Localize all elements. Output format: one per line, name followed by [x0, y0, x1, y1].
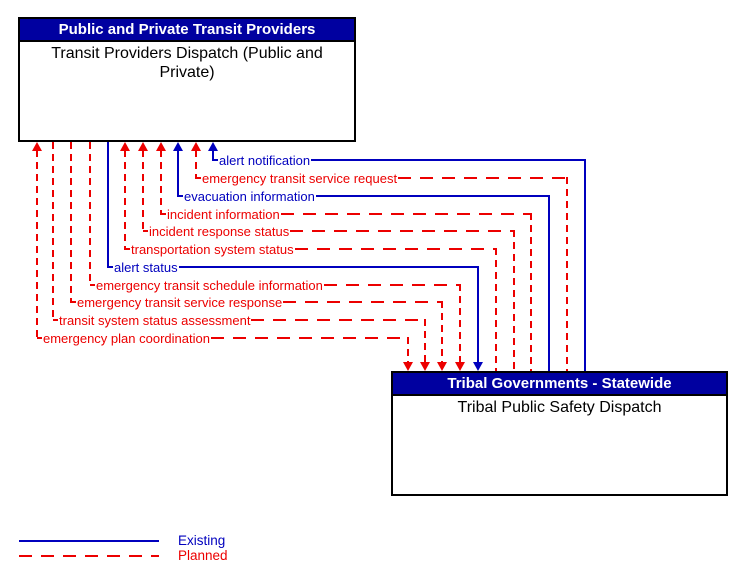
- flow-label: incident information: [167, 206, 280, 222]
- flow-label: evacuation information: [184, 188, 315, 204]
- flow-label: transportation system status: [131, 241, 294, 257]
- flow-line-bottom-segment: [459, 284, 461, 363]
- legend-planned-label: Planned: [178, 548, 228, 563]
- flow-row: emergency plan coordination: [37, 331, 409, 345]
- arrow-up-icon: [191, 142, 201, 151]
- flow-line-horizontal: [251, 319, 426, 321]
- flow-label: incident response status: [149, 223, 290, 239]
- flow-connector-stub: [37, 337, 42, 339]
- flow-line-top-segment: [195, 150, 197, 179]
- flow-line-horizontal: [294, 248, 497, 250]
- flow-connector-stub: [196, 177, 201, 179]
- flow-line-top-segment: [160, 150, 162, 215]
- arrow-up-icon: [208, 142, 218, 151]
- flow-connector-stub: [53, 319, 58, 321]
- flow-line-horizontal: [398, 177, 568, 179]
- flow-line-bottom-segment: [530, 213, 532, 371]
- flow-line-horizontal: [283, 301, 443, 303]
- flow-connector-stub: [108, 266, 113, 268]
- existing-line-sample: [19, 540, 159, 542]
- flow-row: alert notification: [213, 153, 586, 167]
- flow-line-bottom-segment: [495, 248, 497, 371]
- flow-label: emergency transit service response: [77, 294, 283, 310]
- legend-planned: Planned: [19, 549, 228, 563]
- entity-header-tribal-governments: Tribal Governments - Statewide: [393, 373, 726, 396]
- arrow-down-icon: [420, 362, 430, 371]
- flow-connector-stub: [178, 195, 183, 197]
- flow-line-top-segment: [107, 142, 109, 268]
- flow-connector-stub: [90, 284, 95, 286]
- flow-connector-stub: [143, 230, 148, 232]
- flow-row: emergency transit schedule information: [90, 278, 461, 292]
- flow-line-bottom-segment: [584, 159, 586, 371]
- flow-line-horizontal: [311, 159, 586, 161]
- flow-line-top-segment: [36, 150, 38, 339]
- arrow-up-icon: [138, 142, 148, 151]
- flow-line-top-segment: [124, 150, 126, 250]
- flow-row: transit system status assessment: [53, 313, 426, 327]
- flow-line-horizontal: [323, 284, 461, 286]
- arrow-down-icon: [403, 362, 413, 371]
- flow-row: emergency transit service response: [71, 295, 443, 309]
- flow-line-bottom-segment: [407, 337, 409, 363]
- flow-line-bottom-segment: [513, 230, 515, 371]
- flow-line-bottom-segment: [441, 301, 443, 363]
- flow-connector-stub: [161, 213, 166, 215]
- flow-label: emergency plan coordination: [43, 330, 210, 346]
- flow-line-bottom-segment: [477, 266, 479, 363]
- flow-line-top-segment: [70, 142, 72, 303]
- flow-row: incident response status: [143, 224, 515, 238]
- entity-body-transit-providers: Transit Providers Dispatch (Public and P…: [51, 45, 323, 81]
- flow-row: emergency transit service request: [196, 171, 568, 185]
- flow-line-top-segment: [177, 150, 179, 197]
- legend-existing-label: Existing: [178, 533, 226, 548]
- flow-label: alert status: [114, 259, 178, 275]
- flow-line-top-segment: [52, 142, 54, 321]
- flow-label: emergency transit schedule information: [96, 277, 323, 293]
- flow-line-horizontal: [210, 337, 409, 339]
- arrow-up-icon: [32, 142, 42, 151]
- flow-row: evacuation information: [178, 189, 550, 203]
- arrow-down-icon: [473, 362, 483, 371]
- flow-line-bottom-segment: [566, 177, 568, 371]
- flow-line-horizontal: [290, 230, 515, 232]
- flow-label: alert notification: [219, 152, 311, 168]
- arrow-up-icon: [120, 142, 130, 151]
- arrow-down-icon: [437, 362, 447, 371]
- arrow-down-icon: [455, 362, 465, 371]
- legend-existing: Existing: [19, 534, 225, 548]
- flow-line-horizontal: [280, 213, 532, 215]
- flow-connector-stub: [71, 301, 76, 303]
- flow-row: alert status: [108, 260, 479, 274]
- arrow-up-icon: [173, 142, 183, 151]
- flow-line-bottom-segment: [424, 319, 426, 363]
- flow-row: incident information: [161, 207, 532, 221]
- entity-header-transit-providers: Public and Private Transit Providers: [20, 19, 354, 42]
- entity-box-transit-providers: Public and Private Transit Providers Tra…: [18, 17, 356, 142]
- flow-row: transportation system status: [125, 242, 497, 256]
- flow-line-bottom-segment: [548, 195, 550, 371]
- entity-box-tribal-public-safety: Tribal Governments - Statewide Tribal Pu…: [391, 371, 728, 496]
- arrow-up-icon: [156, 142, 166, 151]
- flow-line-top-segment: [142, 150, 144, 232]
- planned-line-sample: [19, 555, 159, 557]
- flow-line-horizontal: [178, 266, 479, 268]
- entity-body-tribal-public-safety: Tribal Public Safety Dispatch: [457, 399, 662, 416]
- flow-line-horizontal: [315, 195, 550, 197]
- flow-line-top-segment: [89, 142, 91, 286]
- flow-connector-stub: [213, 159, 218, 161]
- flow-line-top-segment: [212, 150, 214, 161]
- flow-label: transit system status assessment: [59, 312, 251, 328]
- flow-connector-stub: [125, 248, 130, 250]
- flow-label: emergency transit service request: [202, 170, 398, 186]
